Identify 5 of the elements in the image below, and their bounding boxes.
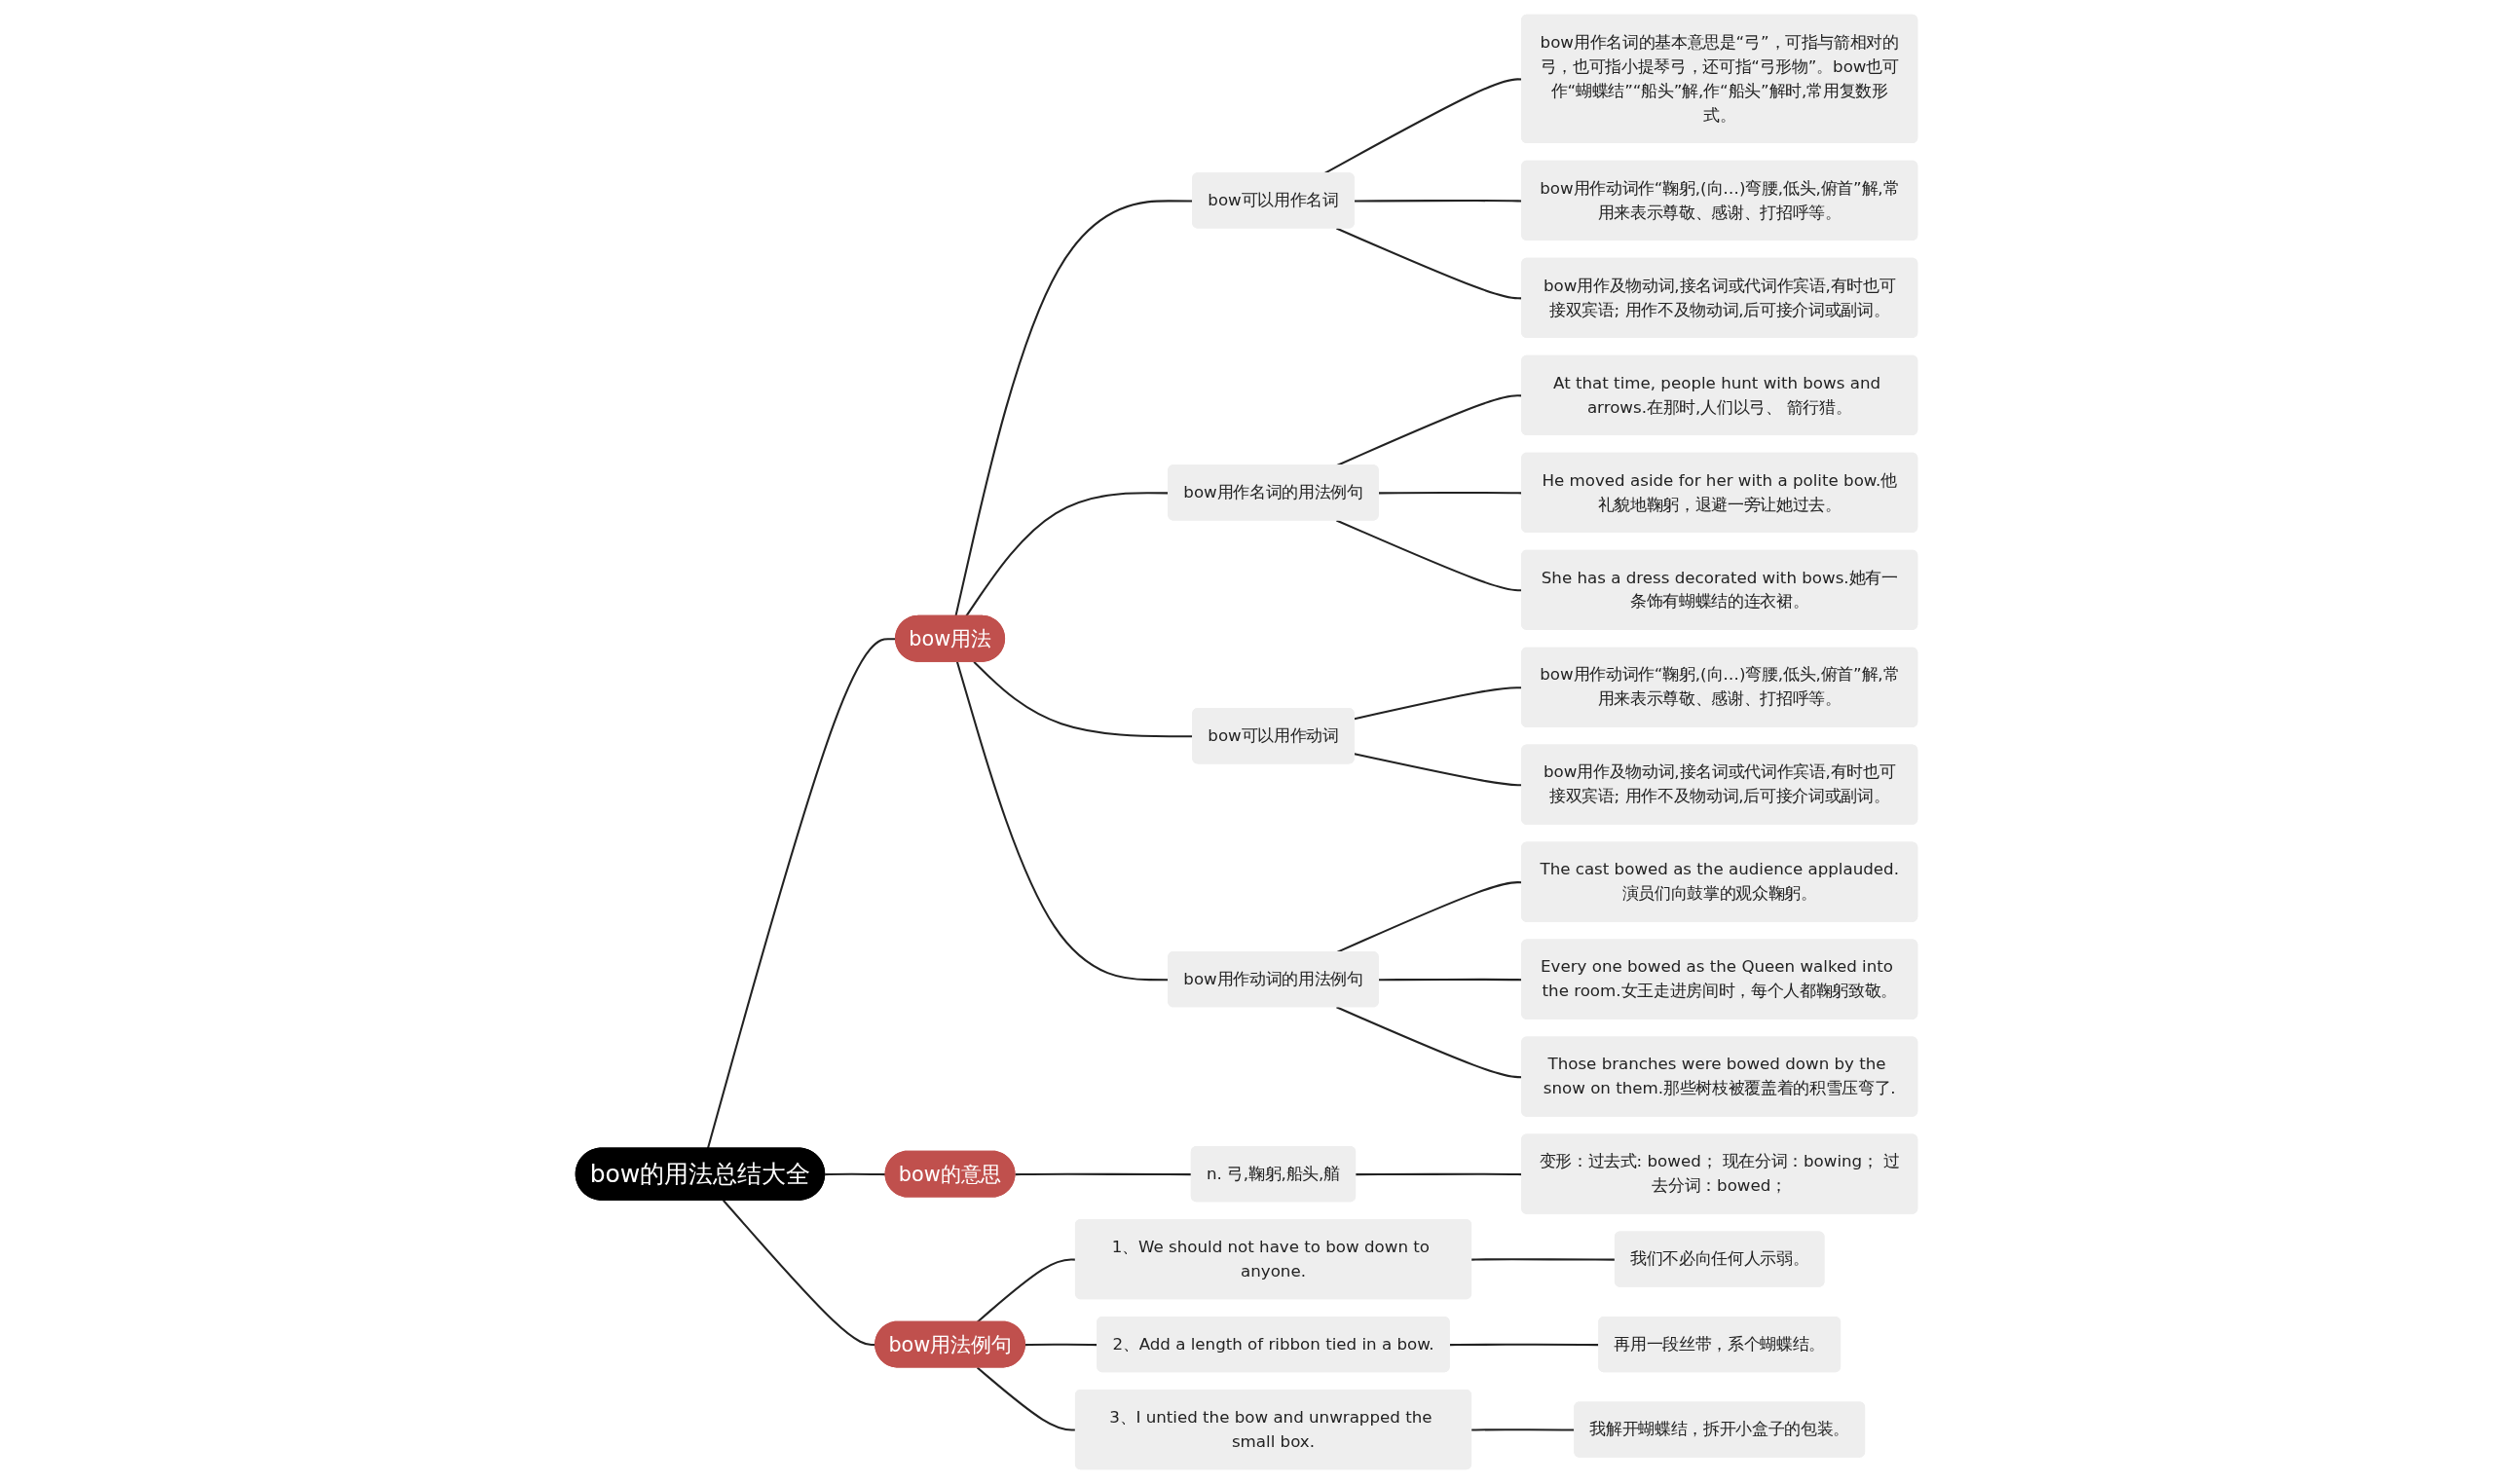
- connector: [976, 1366, 1076, 1431]
- connector: [1471, 1258, 1616, 1261]
- connector: [825, 1172, 886, 1176]
- connector: [976, 1258, 1076, 1323]
- connector: [1015, 1172, 1192, 1176]
